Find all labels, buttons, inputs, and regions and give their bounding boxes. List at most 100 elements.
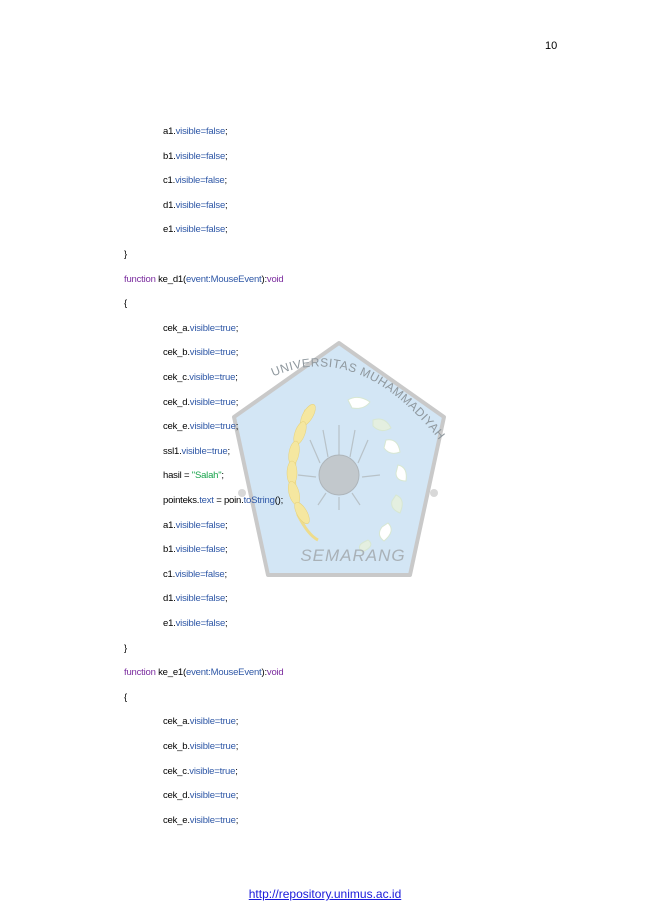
code-token: toString xyxy=(243,495,275,506)
code-token: (); xyxy=(274,495,284,506)
code-token: visible=true xyxy=(189,716,236,728)
code-token: visible=false xyxy=(175,519,226,531)
code-token: ; xyxy=(221,470,224,482)
code-token: visible=true xyxy=(189,347,236,359)
code-token: visible=true xyxy=(189,322,236,334)
code-line: d1.visible=false; xyxy=(163,199,228,211)
code-token: c1. xyxy=(163,175,176,187)
code-token: event:MouseEvent xyxy=(185,273,262,285)
code-line: cek_c.visible=true; xyxy=(163,766,238,777)
code-line: c1.visible=false; xyxy=(163,569,227,580)
calligraphy-emblem xyxy=(318,454,360,496)
code-line: e1.visible=false; xyxy=(163,618,228,629)
code-token: ; xyxy=(225,593,228,605)
code-token: visible=false xyxy=(175,618,226,629)
code-line: cek_b.visible=true; xyxy=(163,741,238,752)
code-token: visible=false xyxy=(175,224,226,236)
code-token: visible=false xyxy=(175,544,226,556)
star-ornament-left xyxy=(238,489,246,497)
code-line: d1.visible=false; xyxy=(163,593,228,605)
code-token: visible=true xyxy=(189,814,236,826)
code-line: a1.visible=false; xyxy=(163,519,228,531)
code-token: cek_c. xyxy=(163,765,190,777)
code-token: ; xyxy=(225,618,228,629)
code-token: cek_e. xyxy=(163,814,190,826)
code-line: c1.visible=false; xyxy=(163,175,227,186)
code-token: ; xyxy=(227,445,230,457)
code-token: ; xyxy=(225,126,228,137)
islands-chain-icon xyxy=(347,396,407,553)
code-line: function ke_e1(event:MouseEvent):void xyxy=(124,667,284,678)
star-ornament-right xyxy=(430,489,438,497)
code-token: cek_a. xyxy=(163,322,190,334)
code-line: hasil = "Salah"; xyxy=(163,470,224,481)
code-token: function xyxy=(124,273,156,285)
code-line: function ke_d1(event:MouseEvent):void xyxy=(124,274,284,285)
code-token: ; xyxy=(235,790,239,802)
code-token: "Salah" xyxy=(191,470,222,482)
code-token: c1. xyxy=(163,568,176,580)
code-token: e1. xyxy=(163,224,176,236)
code-token: ; xyxy=(224,175,228,187)
code-line: cek_a.visible=true; xyxy=(163,716,238,727)
code-line: cek_d.visible=true; xyxy=(163,397,238,408)
code-token: visible=false xyxy=(175,593,226,605)
code-token: ; xyxy=(225,519,228,531)
code-token: cek_a. xyxy=(163,716,190,728)
code-line: cek_e.visible=true; xyxy=(163,815,238,826)
code-token: ke_e1( xyxy=(155,667,186,679)
page-number: 10 xyxy=(545,40,558,52)
code-token: ): xyxy=(261,273,267,285)
code-line: ssl1.visible=true; xyxy=(163,446,230,457)
code-line: cek_e.visible=true; xyxy=(163,421,238,432)
code-token: e1. xyxy=(163,618,176,629)
wheat-stalk-icon xyxy=(286,404,319,542)
code-token: d1. xyxy=(163,593,176,605)
code-token: cek_b. xyxy=(163,347,190,359)
code-token: pointeks. xyxy=(163,495,200,506)
code-token: visible=true xyxy=(189,396,236,408)
code-token: ; xyxy=(225,224,228,236)
code-token: visible=false xyxy=(175,568,225,580)
code-token: cek_b. xyxy=(163,741,190,752)
code-line: } xyxy=(124,249,127,260)
code-line: e1.visible=false; xyxy=(163,224,228,236)
code-token: ; xyxy=(235,716,239,728)
code-token: hasil = xyxy=(163,470,192,482)
code-token: d1. xyxy=(163,199,176,211)
code-line: a1.visible=false; xyxy=(163,126,228,137)
code-token: ke_d1( xyxy=(155,273,186,285)
code-token: { xyxy=(124,298,127,310)
sun-rays-icon xyxy=(297,425,381,510)
code-token: b1. xyxy=(163,544,176,556)
code-token: cek_c. xyxy=(163,372,190,383)
code-token: visible=false xyxy=(175,199,226,211)
code-token: = poin. xyxy=(213,495,244,506)
code-token: cek_d. xyxy=(163,790,190,802)
code-token: ; xyxy=(235,396,239,408)
code-token: ssl1. xyxy=(163,445,182,457)
code-line: cek_a.visible=true; xyxy=(163,323,238,334)
code-token: visible=true xyxy=(189,741,236,752)
code-token: a1. xyxy=(163,519,176,531)
code-token: a1. xyxy=(163,126,176,137)
footer: http://repository.unimus.ac.id xyxy=(0,887,650,901)
code-token: cek_d. xyxy=(163,396,190,408)
repository-link[interactable]: http://repository.unimus.ac.id xyxy=(248,887,402,901)
code-token: { xyxy=(124,691,127,703)
code-token: ; xyxy=(235,322,239,334)
code-token: ; xyxy=(235,814,239,826)
code-line: { xyxy=(124,298,127,309)
code-token: text xyxy=(199,495,214,506)
code-line: b1.visible=false; xyxy=(163,150,228,162)
code-token: } xyxy=(124,642,127,654)
code-token: visible=true xyxy=(189,421,236,433)
code-line: b1.visible=false; xyxy=(163,544,228,556)
code-token: ; xyxy=(235,741,239,752)
code-line: cek_d.visible=true; xyxy=(163,790,238,801)
university-logo-watermark xyxy=(232,341,446,577)
code-line: cek_c.visible=true; xyxy=(163,372,238,383)
code-token: void xyxy=(266,667,284,679)
code-token: ; xyxy=(235,372,238,383)
code-token: visible=false xyxy=(175,150,226,162)
